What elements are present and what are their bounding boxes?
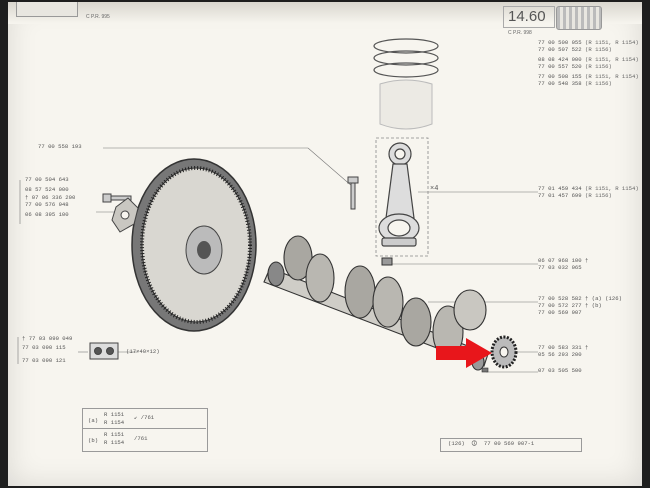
legend-a-letter: (a) [88,417,99,424]
legend-b-code: /761 [134,435,148,442]
conrod-qty: ×4 [430,185,439,193]
piston [379,79,433,130]
parts-catalog-page: C P.R. 995 14.60 C P.R. 998 [8,2,642,486]
nut-label-1: 06 07 968 100 † [538,257,589,264]
pilot-bearing [89,342,119,360]
spacer-plate [111,197,139,233]
pilot-label-1: † 77 03 090 049 [22,335,73,342]
legend-b-letter: (b) [88,437,99,444]
legend-table [82,408,208,452]
flywheel-label-1: 77 00 504 643 [25,176,69,183]
header-left-small: C P.R. 995 [86,14,110,20]
flywheel-label-2: 08 57 524 000 [25,186,69,193]
page-number-box [503,6,555,28]
exploded-diagram [17,38,538,373]
nut-label-2: 77 03 032 065 [538,264,582,271]
pilot-label-2: 77 03 090 115 [22,344,66,351]
piston-rings [373,38,439,78]
conrod-label-2: 77 01 457 699 (R 1156) [538,192,612,199]
ring-label-2: 77 00 507 522 (R 1156) [538,46,612,53]
page-number: 14.60 [508,8,546,25]
crank-label-2: 77 00 572 277 † (b) [538,302,602,309]
header-right-small: C P.R. 998 [508,30,532,36]
ring-label-6: 77 00 548 358 (R 1156) [538,80,612,87]
ring-label-4: 77 00 557 520 (R 1156) [538,63,612,70]
gear-label-1: 77 00 583 331 † [538,344,589,351]
legend-b-model-1: R 1151 [104,431,125,438]
bolt-label: 77 00 558 193 [38,143,82,150]
pilot-dims: (17×40×12) [126,348,160,355]
flywheel-label-3: † 07 06 336 200 [25,194,76,201]
footer-ref: (126) 🛈 77 00 569 907-1 [448,440,535,447]
crank-label-3: 77 00 569 907 [538,309,582,316]
flywheel-label-5: 06 08 395 100 [25,211,69,218]
ring-label-1: 77 00 500 055 (R 1151, R 1154) [538,39,639,46]
gear-label-2: 05 56 293 200 [538,351,582,358]
flywheel-label-4: 77 00 576 948 [25,201,69,208]
legend-a-model-2: R 1154 [104,419,125,426]
red-pointer-arrow [436,338,492,368]
crank-label-1: 77 00 528 582 † (a) (126) [538,295,622,302]
ring-label-3: 08 08 424 000 (R 1151, R 1154) [538,56,639,63]
crankshaft [263,235,489,371]
legend-a-model-1: R 1151 [104,411,125,418]
legend-divider [82,428,206,429]
legend-a-code: ↙ /761 [134,414,155,421]
conrod-label-1: 77 01 459 434 (R 1151, R 1154) [538,185,639,192]
header-engine-thumbnail-icon [556,6,602,30]
flywheel [131,158,257,332]
footer-ref-box [440,438,582,452]
connecting-rod [378,142,420,247]
timing-gear [490,335,518,369]
legend-b-model-2: R 1154 [104,439,125,446]
key-label: 07 03 505 500 [538,367,582,374]
ring-label-5: 77 00 508 155 (R 1151, R 1154) [538,73,639,80]
pilot-label-3: 77 03 090 121 [22,357,66,364]
header-left-tab [16,2,78,17]
